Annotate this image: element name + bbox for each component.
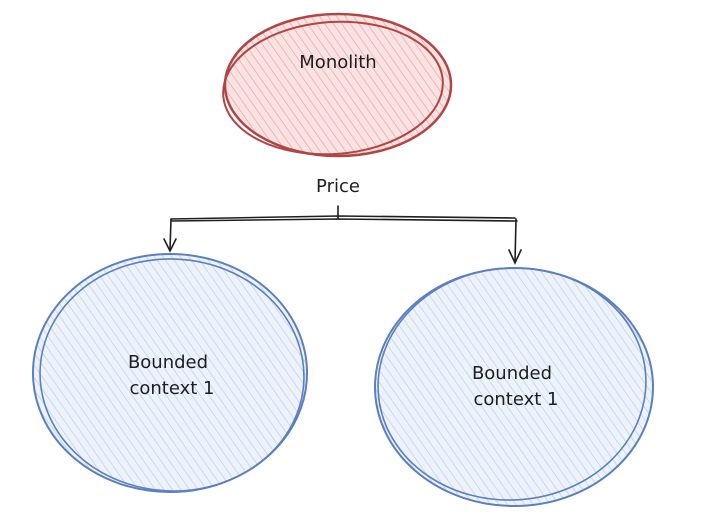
arrow-right-head: [508, 249, 522, 265]
bounded-context-right-line2: context 1: [473, 389, 558, 410]
arrow-left-shaft: [169, 218, 172, 251]
bounded-context-left-outline-sketch: [39, 258, 305, 492]
bounded-context-right-outline-sketch: [377, 267, 647, 501]
bounded-context-right-fill: [376, 269, 652, 505]
monolith-outline: [223, 12, 453, 158]
monolith-label: Monolith: [299, 52, 376, 73]
bounded-context-left-node[interactable]: Bounded context 1: [32, 252, 310, 497]
connector-arrows: [163, 205, 522, 265]
bounded-context-left-line2: context 1: [129, 378, 214, 399]
bounded-context-right-line1: Bounded: [472, 363, 552, 384]
connector-horizontal: [170, 215, 516, 220]
bounded-context-right-node[interactable]: Bounded context 1: [370, 259, 654, 509]
bounded-context-left-fill: [34, 255, 306, 491]
bounded-context-left-line1: Bounded: [128, 352, 208, 373]
arrow-left-head: [163, 238, 177, 253]
monolith-outline-sketch: [222, 20, 444, 156]
connector-horizontal-sketch: [171, 218, 518, 222]
monolith-node[interactable]: Monolith: [219, 12, 453, 162]
arrow-right-shaft: [514, 218, 517, 263]
connector-label: Price: [316, 176, 360, 197]
monolith-fill: [226, 15, 450, 155]
bounded-context-left-outline: [32, 253, 308, 493]
